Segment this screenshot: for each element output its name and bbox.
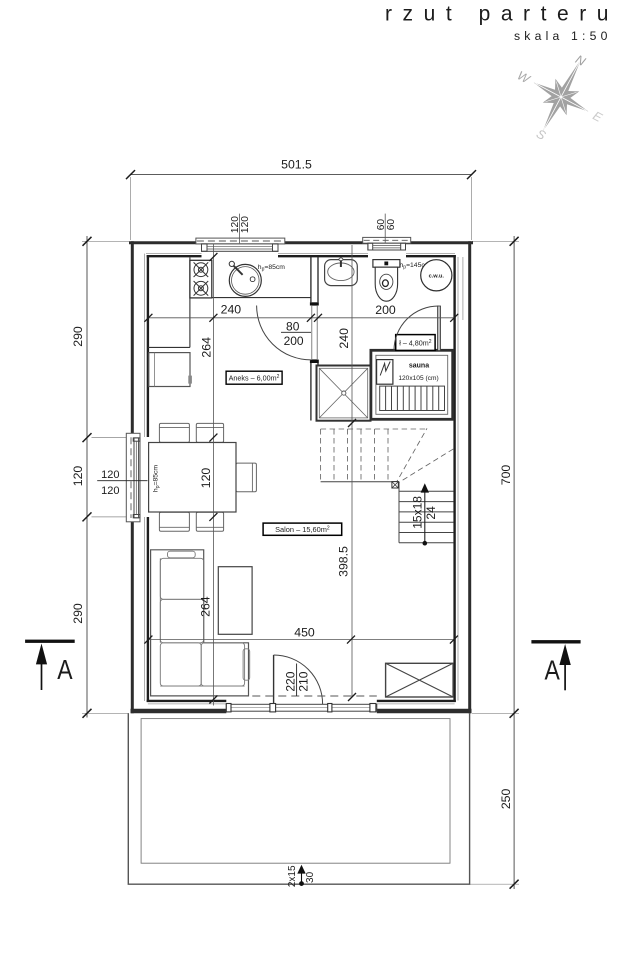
- svg-text:A: A: [545, 655, 561, 686]
- svg-text:80: 80: [286, 320, 300, 334]
- svg-text:120: 120: [240, 216, 251, 233]
- svg-text:220: 220: [284, 671, 298, 691]
- svg-text:Salon – 15,60m2: Salon – 15,60m2: [275, 525, 330, 534]
- svg-text:15x18: 15x18: [411, 496, 425, 529]
- svg-text:24: 24: [424, 506, 438, 520]
- svg-text:200: 200: [284, 334, 304, 348]
- svg-text:398.5: 398.5: [337, 546, 351, 577]
- svg-text:120: 120: [101, 485, 119, 497]
- svg-text:A: A: [57, 655, 73, 686]
- svg-text:hp=145cm: hp=145cm: [400, 262, 431, 271]
- svg-text:hp=85cm: hp=85cm: [258, 264, 285, 273]
- svg-text:60: 60: [386, 219, 397, 231]
- svg-text:c.w.u.: c.w.u.: [429, 273, 445, 279]
- svg-text:264: 264: [199, 596, 213, 617]
- svg-text:30: 30: [305, 871, 316, 883]
- svg-text:hp=85cm: hp=85cm: [152, 465, 161, 492]
- svg-text:290: 290: [71, 326, 85, 347]
- svg-text:501.5: 501.5: [281, 158, 312, 172]
- svg-text:rzut parteru: rzut parteru: [385, 3, 619, 26]
- svg-text:290: 290: [71, 603, 85, 624]
- svg-text:2x15: 2x15: [287, 865, 298, 887]
- svg-text:700: 700: [499, 465, 513, 486]
- svg-text:Aneks – 6,00m2: Aneks – 6,00m2: [229, 374, 280, 383]
- svg-text:264: 264: [199, 337, 213, 358]
- svg-text:120: 120: [101, 469, 119, 481]
- svg-text:skala 1:50: skala 1:50: [514, 29, 612, 43]
- svg-text:120: 120: [71, 466, 85, 487]
- svg-text:240: 240: [221, 302, 242, 316]
- svg-text:ł – 4,80m2: ł – 4,80m2: [399, 338, 432, 347]
- svg-text:200: 200: [375, 303, 396, 317]
- svg-text:240: 240: [337, 328, 351, 349]
- svg-text:120x105 (cm): 120x105 (cm): [398, 375, 438, 382]
- svg-text:450: 450: [294, 625, 315, 639]
- svg-text:sauna: sauna: [409, 362, 429, 369]
- svg-text:60: 60: [376, 219, 387, 231]
- svg-text:250: 250: [499, 788, 513, 809]
- svg-text:120: 120: [230, 216, 241, 233]
- svg-text:210: 210: [297, 671, 311, 691]
- svg-text:120: 120: [199, 468, 213, 489]
